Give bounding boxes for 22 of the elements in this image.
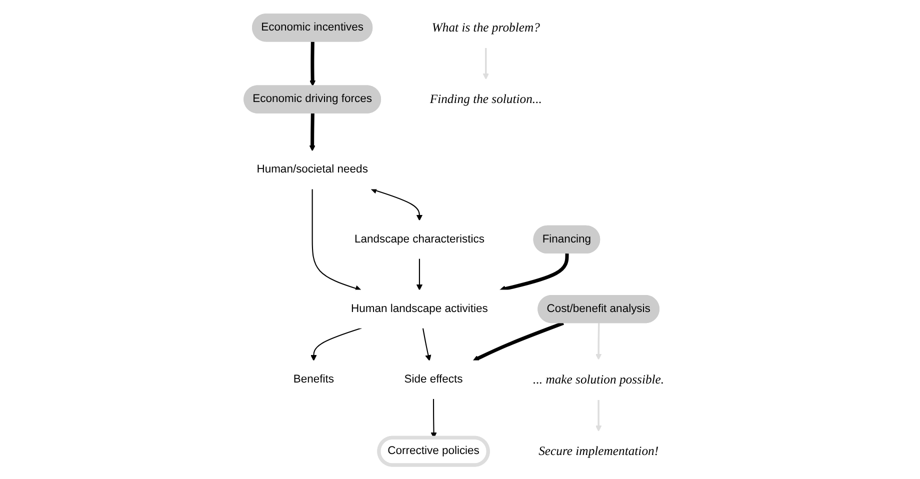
node-text: ... make solution possible. — [532, 372, 664, 386]
arrow — [370, 188, 422, 221]
node-text: Side effects — [404, 373, 462, 386]
node-text: Human landscape activities — [350, 302, 488, 315]
arrow — [482, 48, 489, 80]
node-text: What is the problem? — [431, 20, 540, 34]
node-text: Secure implementation! — [538, 444, 658, 458]
node-text: Benefits — [292, 373, 334, 386]
node-text: Landscape characteristics — [354, 233, 484, 246]
arrow — [422, 328, 431, 361]
node-text: Finding the solution... — [429, 92, 542, 106]
arrow — [309, 42, 316, 86]
arrow — [308, 113, 316, 152]
arrow — [311, 188, 361, 292]
arrow — [472, 321, 564, 362]
arrow — [416, 258, 422, 290]
arrow — [499, 254, 568, 292]
arrow — [595, 323, 602, 360]
arrow — [595, 400, 602, 432]
arrow — [310, 328, 362, 361]
node-text: Human/societal needs — [256, 164, 368, 176]
arrow — [430, 398, 436, 438]
